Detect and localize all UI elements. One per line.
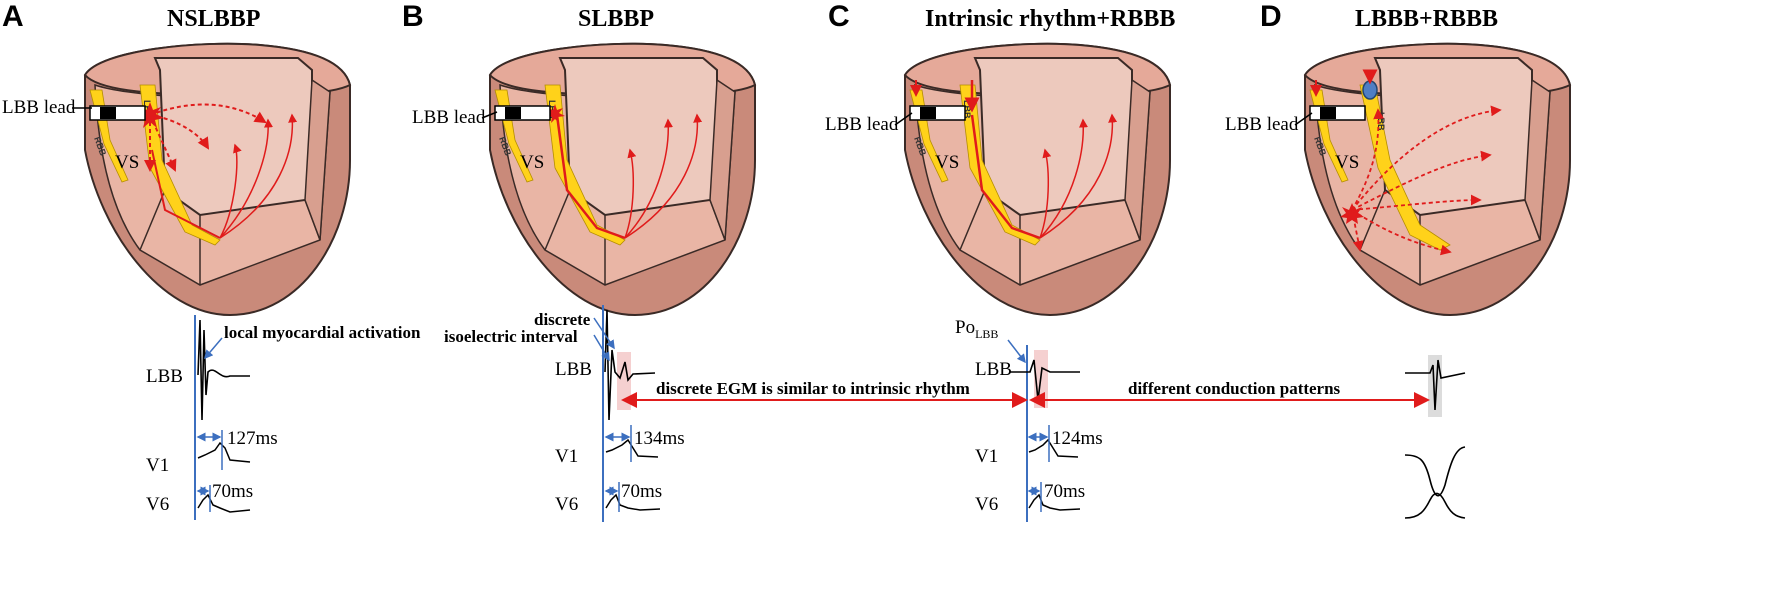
lead-label-v1: V1 bbox=[146, 455, 169, 476]
panel-letter-b: B bbox=[402, 0, 424, 33]
comparison-label-bc: discrete EGM is similar to intrinsic rhy… bbox=[656, 379, 970, 398]
lead-label-lbb: LBB bbox=[555, 359, 592, 380]
v1-interval: 124ms bbox=[1052, 428, 1103, 449]
lbb-egm-trace bbox=[604, 309, 656, 421]
vs-label: VS bbox=[115, 152, 139, 173]
lbb-lead-label-c: LBB lead bbox=[825, 114, 899, 135]
panel-letter-d: D bbox=[1260, 0, 1282, 33]
lbb-lead bbox=[494, 105, 551, 121]
lead-label-lbb: LBB bbox=[146, 366, 183, 387]
lbb-lead bbox=[1309, 105, 1366, 121]
v6-trace bbox=[1028, 493, 1081, 511]
annotation-discrete: discrete bbox=[534, 310, 591, 329]
vs-label: VS bbox=[1335, 152, 1359, 173]
vs-label: VS bbox=[520, 152, 544, 173]
lbb-lead bbox=[89, 105, 146, 121]
heart-diagram-c: LBB RBB VS bbox=[904, 42, 1171, 316]
ecg-panel-b: LBB V1 V6 134ms 70ms discrete isoelectri… bbox=[444, 305, 685, 522]
lead-label-lbb: LBB bbox=[975, 359, 1012, 380]
heart-diagram-d: LBB RBB VS bbox=[1304, 42, 1571, 316]
v6-trace bbox=[197, 493, 251, 513]
heart-diagram-b: LBB RBB VS bbox=[489, 42, 756, 316]
panel-title-a: NSLBBP bbox=[167, 6, 260, 32]
v6-trace bbox=[605, 493, 661, 511]
v6-interval: 70ms bbox=[212, 481, 253, 502]
v1-interval: 127ms bbox=[227, 428, 278, 449]
panel-letter-a: A bbox=[2, 0, 24, 33]
v6-interval: 70ms bbox=[621, 481, 662, 502]
po-label: PoLBB bbox=[955, 317, 998, 341]
panel-letter-c: C bbox=[828, 0, 850, 33]
capture-burst-icon bbox=[545, 104, 565, 123]
ecg-panel-d bbox=[1404, 355, 1466, 519]
discrete-egm-highlight bbox=[617, 352, 631, 410]
lbb-lead-label-b: LBB lead bbox=[412, 107, 486, 128]
lbb-block-icon bbox=[1362, 80, 1378, 100]
lead-label-v6: V6 bbox=[555, 494, 578, 515]
lead-label-v6: V6 bbox=[975, 494, 998, 515]
v6-interval: 70ms bbox=[1044, 481, 1085, 502]
panel-title-c: Intrinsic rhythm+RBBB bbox=[925, 6, 1175, 32]
v1-interval: 134ms bbox=[634, 428, 685, 449]
lead-label-v6: V6 bbox=[146, 494, 169, 515]
panel-title-b: SLBBP bbox=[578, 6, 654, 32]
lead-label-v1: V1 bbox=[555, 446, 578, 467]
lbb-egm-trace bbox=[197, 319, 250, 421]
ecg-panel-a: LBB V1 V6 127ms 70ms local myocardial ac… bbox=[146, 315, 421, 520]
lbb-lead bbox=[909, 105, 966, 121]
v1-trace bbox=[197, 441, 251, 463]
vs-label: VS bbox=[935, 152, 959, 173]
annotation-local-activation: local myocardial activation bbox=[224, 323, 421, 342]
lbb-label: LBB bbox=[547, 100, 557, 119]
heart-diagram-a: LBB RBB VS bbox=[84, 42, 351, 316]
lbb-label: LBB bbox=[1376, 112, 1386, 131]
panel-title-d: LBBB+RBBB bbox=[1355, 6, 1498, 32]
lbb-egm-trace bbox=[1405, 359, 1466, 411]
lbb-label: LBB bbox=[142, 100, 152, 119]
v1-trace bbox=[1404, 446, 1466, 497]
lbb-lead-label-a: LBB lead bbox=[2, 97, 76, 118]
lbb-lead-label-d: LBB lead bbox=[1225, 114, 1299, 135]
lead-label-v1: V1 bbox=[975, 446, 998, 467]
annotation-isoelectric: isoelectric interval bbox=[444, 327, 578, 346]
ecg-panel-c: LBB V1 V6 124ms 70ms PoLBB bbox=[955, 317, 1103, 522]
comparison-label-cd: different conduction patterns bbox=[1128, 379, 1341, 398]
v6-trace bbox=[1404, 492, 1466, 519]
